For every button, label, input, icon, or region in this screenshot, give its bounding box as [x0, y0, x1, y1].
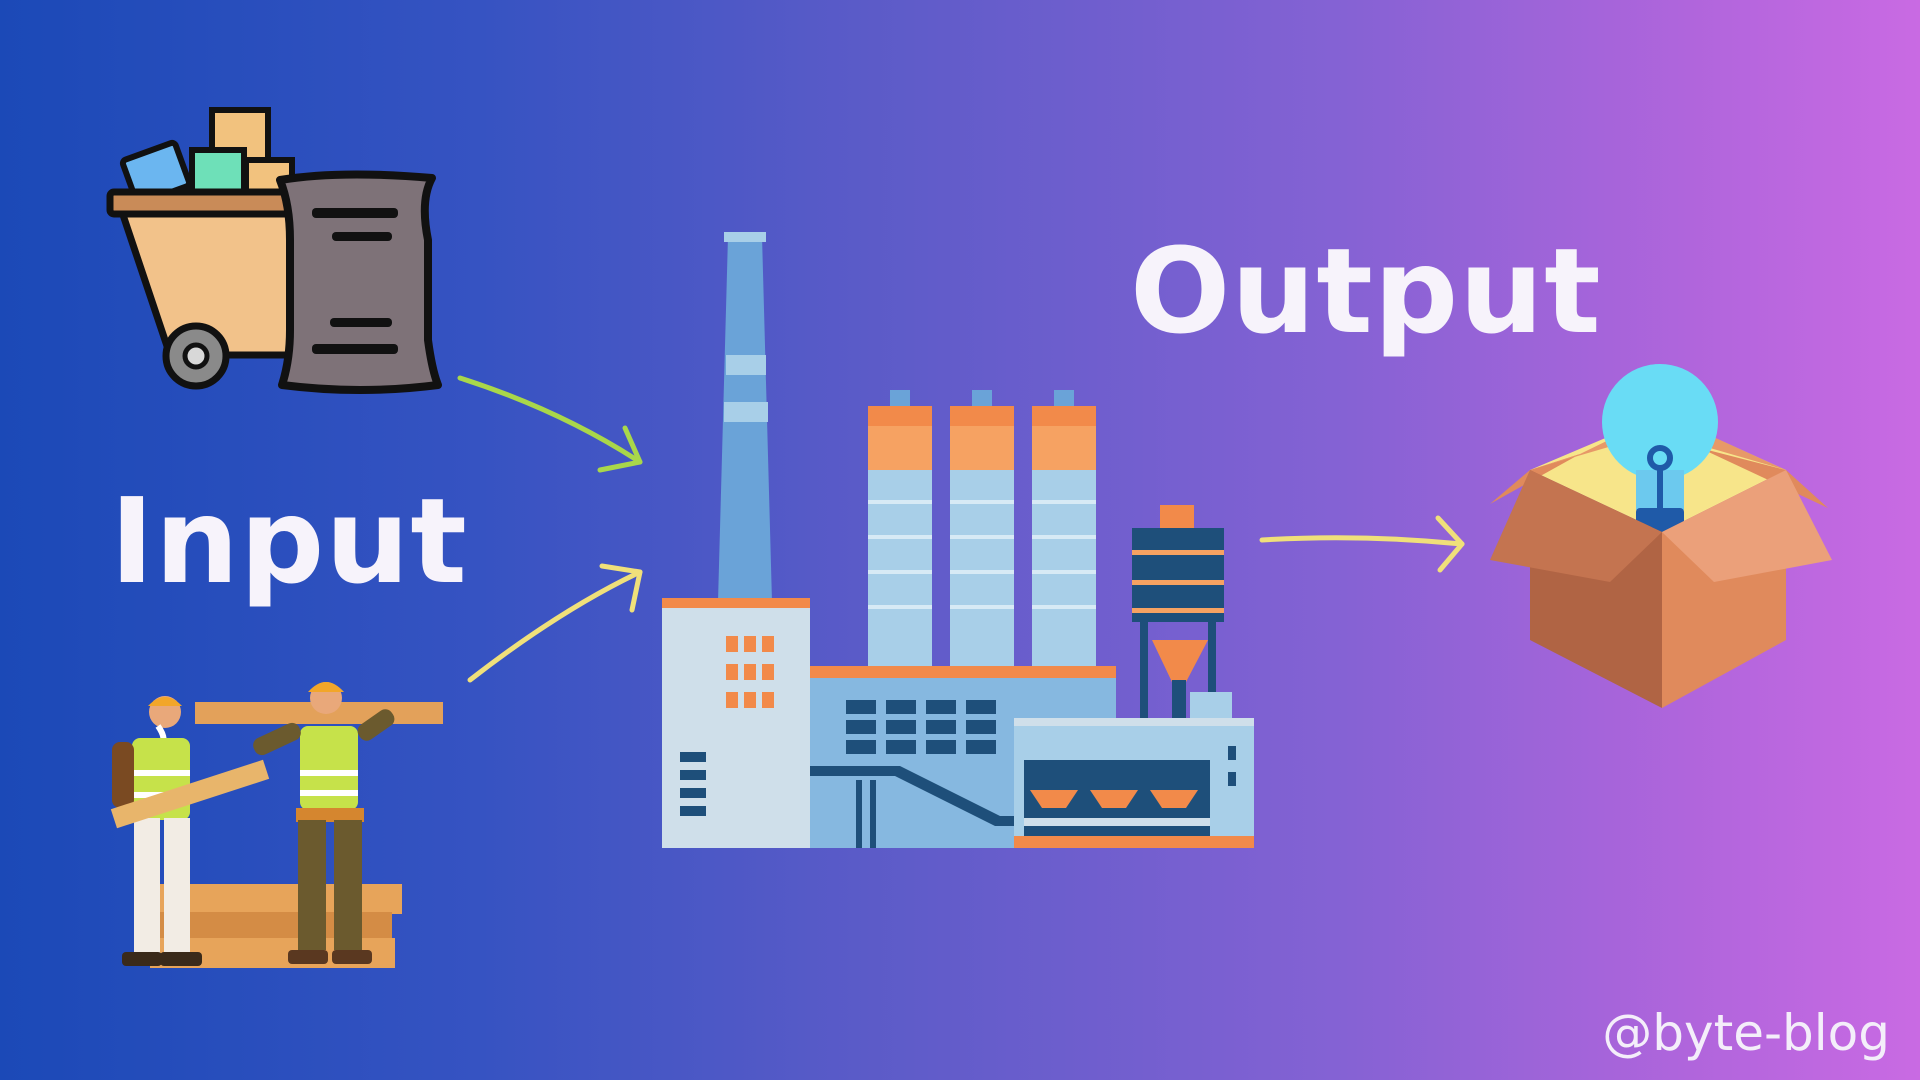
- output-label: Output: [1130, 222, 1602, 360]
- watermark: @byte-blog: [1602, 1004, 1890, 1062]
- arrow-factory-to-output: [1262, 518, 1462, 570]
- arrow-raw-materials-to-factory: [460, 378, 640, 470]
- lightbulb-in-box-icon: [1490, 364, 1832, 708]
- arrow-workers-to-factory: [470, 566, 640, 680]
- construction-workers-carrying-planks-icon: [111, 682, 443, 968]
- mining-cart-and-sack-icon: [110, 110, 438, 390]
- input-label: Input: [110, 472, 468, 610]
